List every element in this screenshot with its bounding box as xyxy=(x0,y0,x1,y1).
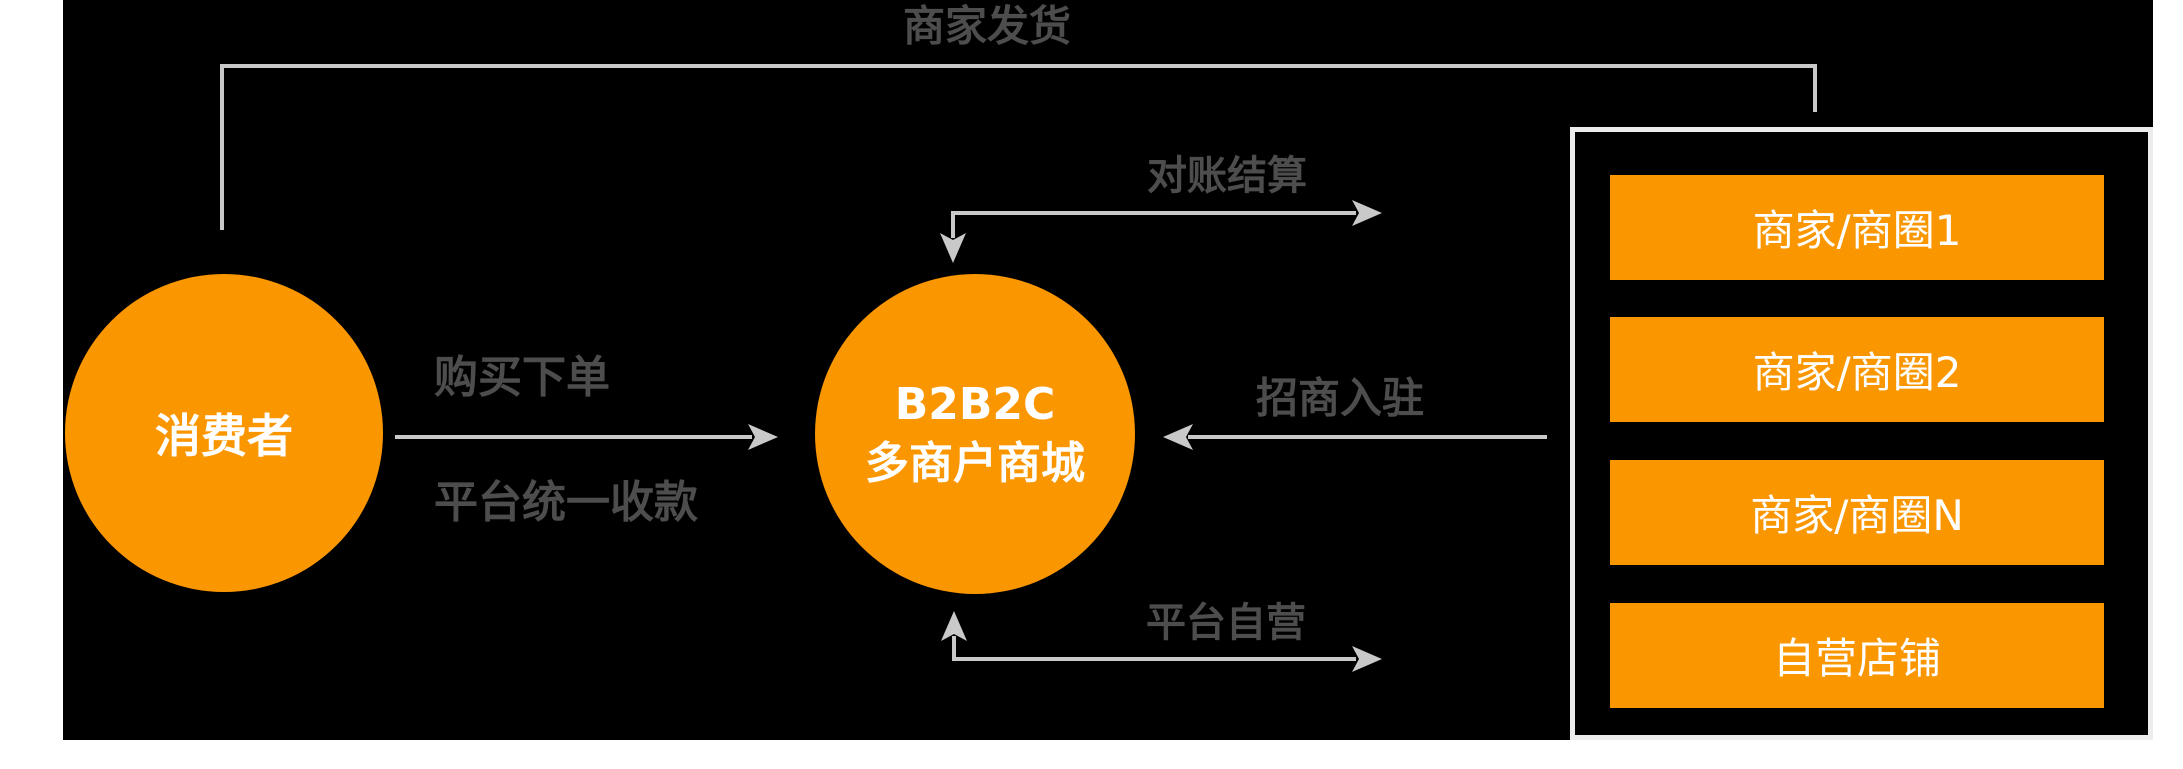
merchant-item-2: 商家/商圈2 xyxy=(1610,317,2104,422)
flow-label-settlement: 对账结算 xyxy=(1147,153,1307,199)
flow-label-self-operated: 平台自营 xyxy=(1146,600,1306,646)
platform-node: B2B2C 多商户商城 xyxy=(815,274,1135,594)
flow-label-shipping: 商家发货 xyxy=(902,1,1072,51)
merchant-item-self-store-label: 自营店铺 xyxy=(1772,634,1941,683)
merchant-item-2-label: 商家/商圈2 xyxy=(1752,348,1962,397)
consumer-node: 消费者 xyxy=(65,274,383,592)
merchant-item-n: 商家/商圈N xyxy=(1610,460,2104,565)
merchant-item-n-label: 商家/商圈N xyxy=(1750,491,1964,540)
merchant-item-1: 商家/商圈1 xyxy=(1610,175,2104,280)
merchant-item-1-label: 商家/商圈1 xyxy=(1752,206,1962,255)
consumer-node-label: 消费者 xyxy=(155,409,293,463)
flow-label-purchase: 购买下单 xyxy=(434,352,610,403)
merchant-item-self-store: 自营店铺 xyxy=(1610,603,2104,708)
merchant-panel: 商家/商圈1 商家/商圈2 商家/商圈N 自营店铺 xyxy=(1570,127,2153,740)
platform-node-label-line2: 多商户商城 xyxy=(865,438,1085,489)
flow-label-onboarding: 招商入驻 xyxy=(1255,373,1425,423)
flow-label-collection: 平台统一收款 xyxy=(434,477,698,528)
platform-node-label-line1: B2B2C xyxy=(894,378,1056,430)
